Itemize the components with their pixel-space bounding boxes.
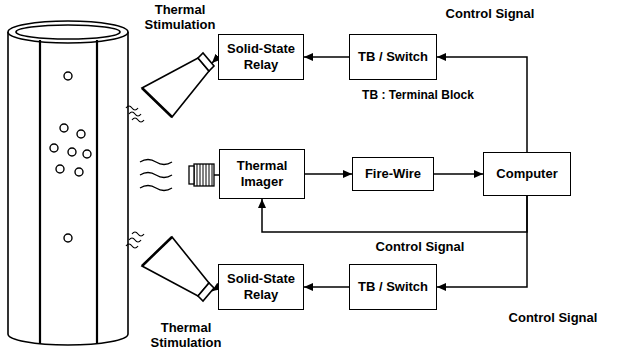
heat-waves	[126, 232, 144, 248]
box-label: Solid-State Relay	[225, 41, 297, 72]
heater-cone	[142, 237, 214, 301]
process-box: Computer	[483, 152, 571, 196]
box-label: TB / Switch	[358, 279, 428, 295]
signal-arrow	[262, 196, 527, 232]
note-label: TB : Terminal Block	[360, 89, 476, 103]
heater-cone	[142, 53, 214, 117]
signal-label: Control Signal	[374, 240, 467, 255]
box-label: Thermal Imager	[226, 158, 298, 189]
box-label: TB / Switch	[358, 49, 428, 65]
process-box: TB / Switch	[349, 34, 437, 80]
signal-arrow	[304, 286, 349, 288]
component-label: Thermal Stimulation	[133, 3, 227, 33]
infrared-waves	[140, 160, 172, 191]
process-box: TB / Switch	[349, 264, 437, 310]
signal-arrow	[304, 56, 349, 58]
box-label: Solid-State Relay	[225, 271, 297, 302]
process-box: Solid-State Relay	[218, 264, 304, 310]
box-label: Fire-Wire	[365, 166, 421, 182]
cylinder	[8, 21, 128, 345]
process-box: Fire-Wire	[352, 157, 434, 191]
component-label: Thermal Stimulation	[139, 321, 233, 351]
box-label: Computer	[496, 166, 557, 182]
signal-arrow	[437, 57, 527, 152]
process-box: Solid-State Relay	[218, 34, 304, 80]
signal-label: Control Signal	[444, 7, 537, 22]
imager-lens	[189, 164, 214, 186]
process-box: Thermal Imager	[219, 149, 305, 199]
holes	[50, 72, 91, 242]
signal-arrow	[434, 173, 483, 175]
heat-waves	[126, 106, 144, 122]
signal-arrow	[305, 173, 352, 175]
signal-label: Control Signal	[507, 311, 600, 326]
